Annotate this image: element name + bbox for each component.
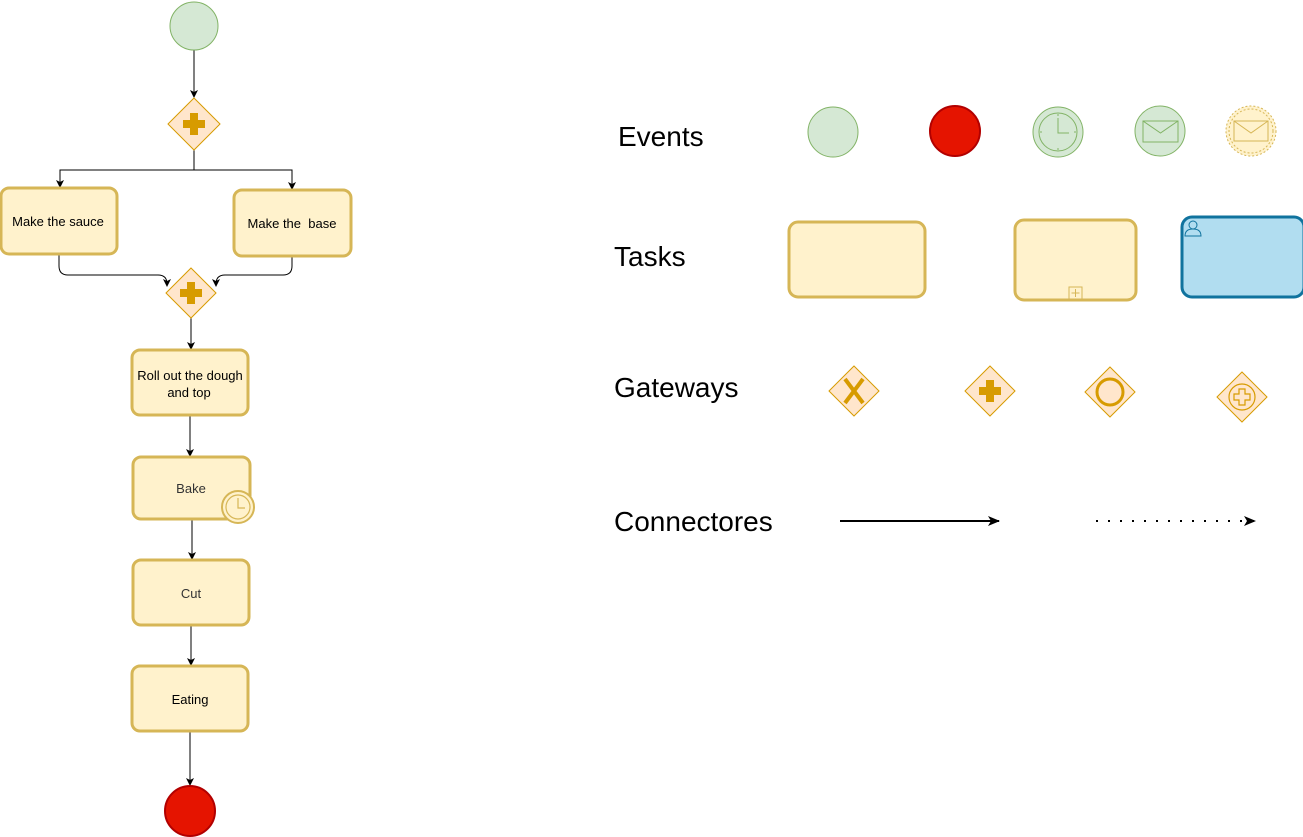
- plus-icon: [183, 113, 205, 135]
- legend-label-gateways: Gateways: [614, 372, 739, 403]
- legend-label-tasks: Tasks: [614, 241, 686, 272]
- legend-task: [787, 220, 927, 299]
- task-label: Bake: [176, 481, 206, 496]
- task-make-the-sauce[interactable]: Make the sauce: [0, 186, 119, 256]
- legend-exclusive-gateway-icon: [828, 365, 880, 417]
- task-label: Eating: [172, 692, 209, 707]
- task-roll-out-the-dough[interactable]: Roll out the dough and top: [130, 348, 250, 417]
- end-event[interactable]: [164, 785, 216, 837]
- task-eating[interactable]: Eating: [130, 664, 250, 733]
- task-label: Make the base: [248, 216, 337, 231]
- legend-timer-event-icon: [1032, 106, 1084, 158]
- legend-label-events: Events: [618, 121, 704, 152]
- legend-inclusive-gateway-icon: [1084, 366, 1136, 418]
- task-cut[interactable]: Cut: [131, 558, 251, 627]
- task-bake[interactable]: Bake: [131, 455, 255, 524]
- task-label: Make the sauce: [12, 214, 104, 229]
- legend-complex-gateway-icon: [1216, 371, 1268, 423]
- task-make-the-base[interactable]: Make the base: [232, 188, 353, 258]
- legend-user-task: [1180, 215, 1303, 299]
- task-label-line1: Roll out the dough: [137, 368, 243, 383]
- legend-start-event: [807, 106, 859, 158]
- timer-boundary-event-icon[interactable]: [221, 490, 255, 524]
- legend-subprocess-task: [1013, 218, 1138, 302]
- legend-message-event-icon: [1134, 105, 1186, 157]
- expand-icon: [1068, 286, 1083, 300]
- sequence-flow[interactable]: [194, 169, 296, 190]
- plus-icon: [180, 282, 202, 304]
- start-event[interactable]: [169, 1, 219, 51]
- legend-end-event: [929, 105, 981, 157]
- sequence-flow[interactable]: [56, 149, 195, 188]
- parallel-gateway-join[interactable]: [165, 267, 217, 319]
- task-label: Cut: [181, 586, 202, 601]
- task-label-line2: and top: [167, 385, 210, 400]
- legend-parallel-gateway-icon: [964, 365, 1016, 417]
- user-icon: [1184, 220, 1202, 237]
- legend-message-event-dashed-icon: [1225, 105, 1277, 157]
- sequence-flow[interactable]: [58, 254, 171, 287]
- legend-label-connectors: Connectores: [614, 506, 773, 537]
- sequence-flow[interactable]: [212, 256, 293, 287]
- parallel-gateway-split[interactable]: [167, 97, 221, 151]
- flow-connectors: [56, 50, 296, 786]
